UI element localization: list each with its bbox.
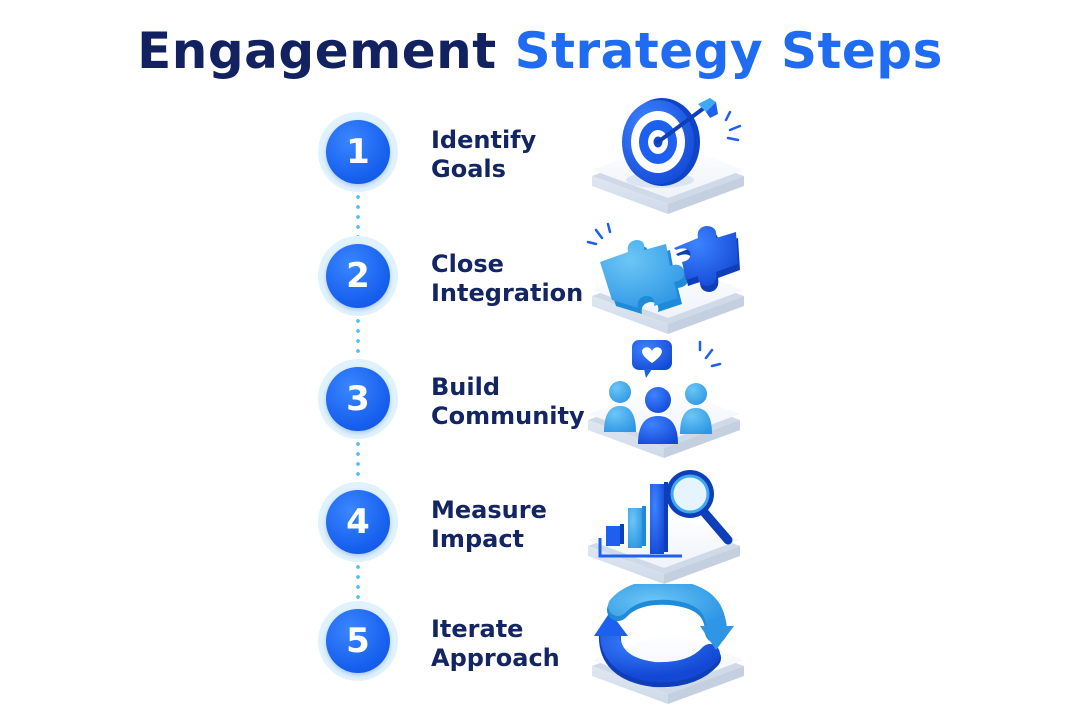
step-5-number: 5 xyxy=(326,609,390,673)
step-2-label: Close Integration xyxy=(431,250,584,307)
step-4-number: 4 xyxy=(326,490,390,554)
target-icon xyxy=(592,98,744,214)
step-connector-1-2 xyxy=(355,192,361,250)
step-1-label: Identify Goals xyxy=(431,126,537,183)
step-4-label: Measure Impact xyxy=(431,496,547,553)
step-4-badge: 4 xyxy=(318,482,398,562)
step-2-number: 2 xyxy=(326,244,390,308)
title-part-2: Strategy Steps xyxy=(514,22,943,80)
puzzle-icon xyxy=(586,222,744,334)
analytics-icon xyxy=(588,470,740,584)
step-5-label: Iterate Approach xyxy=(431,615,560,672)
step-2-badge: 2 xyxy=(318,236,398,316)
step-connector-4-5 xyxy=(355,562,361,620)
step-1-number: 1 xyxy=(326,120,390,184)
step-1-badge: 1 xyxy=(318,112,398,192)
community-icon xyxy=(588,340,740,458)
title-part-1: Engagement xyxy=(137,22,497,80)
step-connector-2-3 xyxy=(355,316,361,374)
step-connector-3-4 xyxy=(355,439,361,497)
step-3-number: 3 xyxy=(326,367,390,431)
step-3-label: Build Community xyxy=(431,373,585,430)
step-3-badge: 3 xyxy=(318,359,398,439)
page-title: Engagement Strategy Steps xyxy=(0,22,1080,80)
step-5-badge: 5 xyxy=(318,601,398,681)
cycle-arrows-icon xyxy=(592,584,744,704)
